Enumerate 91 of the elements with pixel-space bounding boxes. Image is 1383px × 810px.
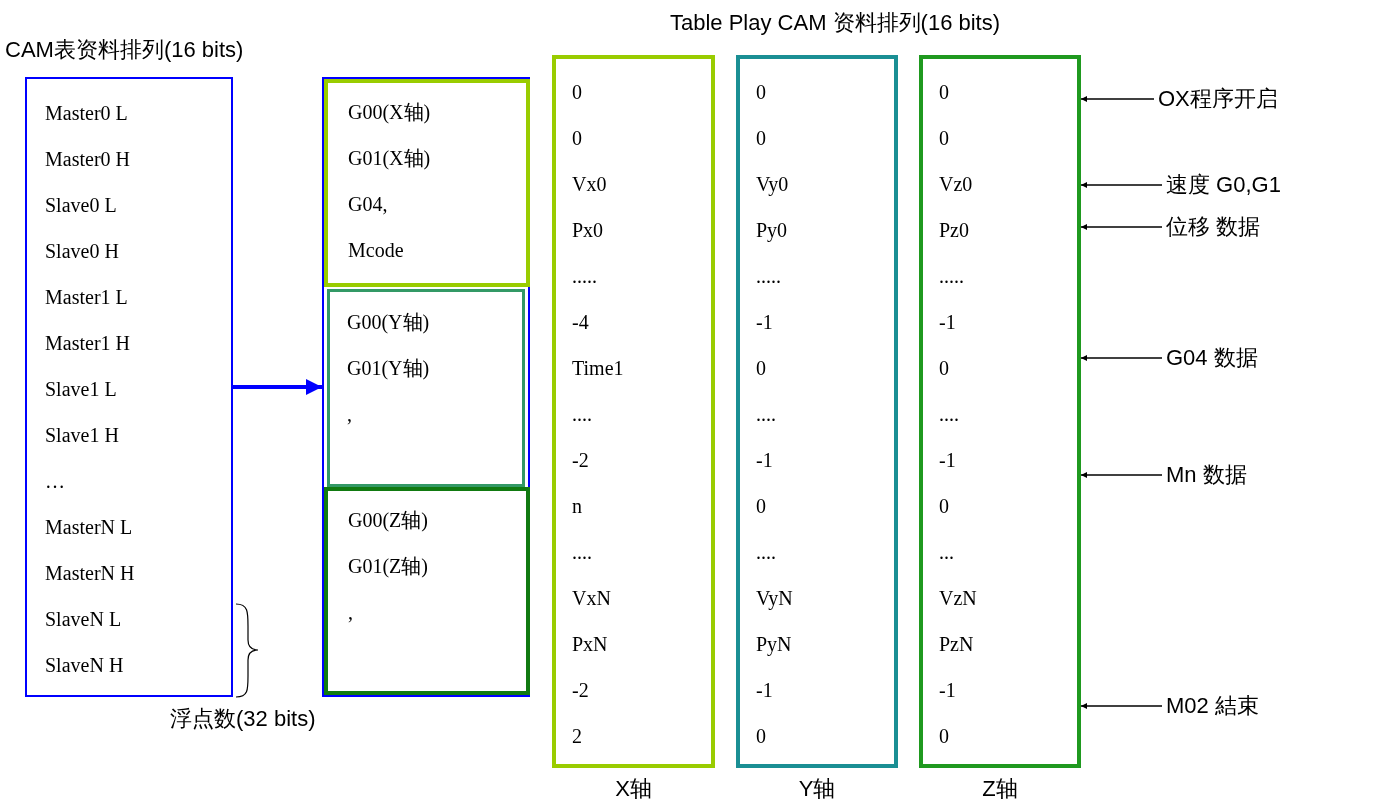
annotation-text: 位移 数据 — [1166, 214, 1261, 240]
entry-text: VyN — [756, 586, 793, 610]
entry-text: Slave0 L — [45, 193, 117, 217]
entry-text: PyN — [756, 632, 792, 656]
annotation-text: Mn 数据 — [1166, 462, 1247, 488]
brace-label: 浮点数(32 bits) — [170, 706, 316, 732]
entry-text: ... — [939, 540, 954, 564]
entry-text: Vy0 — [756, 172, 789, 196]
entry-text: -1 — [939, 678, 956, 702]
list-box — [327, 289, 525, 487]
entry-text: .... — [939, 402, 959, 426]
entry-text: 0 — [939, 494, 949, 518]
entry-text: Py0 — [756, 218, 788, 242]
annotation-text: 速度 G0,G1 — [1166, 172, 1281, 198]
entry-text: Vz0 — [939, 172, 973, 196]
entry-text: 0 — [572, 80, 582, 104]
entry-text: MasterN L — [45, 515, 133, 539]
entry-text: , — [348, 600, 353, 624]
entry-text: G00(Z轴) — [348, 508, 428, 532]
entry-text: G01(Z轴) — [348, 554, 428, 578]
entry-text: ..... — [756, 264, 781, 288]
box-heading: Z轴 — [981, 776, 1019, 802]
box-heading: X轴 — [614, 776, 653, 802]
entry-text: .... — [756, 540, 776, 564]
arrow — [1080, 472, 1163, 478]
entry-text: Pz0 — [939, 218, 969, 242]
list-box — [324, 79, 530, 287]
entry-text: 0 — [756, 126, 766, 150]
entry-text: PzN — [939, 632, 974, 656]
arrow — [1080, 224, 1163, 230]
entry-text: Master1 H — [45, 331, 130, 355]
entry-text: ..... — [939, 264, 964, 288]
entry-text: VxN — [572, 586, 611, 610]
entry-text: VzN — [939, 586, 977, 610]
entry-text: G01(Y轴) — [347, 356, 430, 380]
entry-text: 0 — [939, 724, 949, 748]
entry-text: -2 — [572, 448, 589, 472]
entry-text: Px0 — [572, 218, 604, 242]
entry-text: .... — [572, 540, 592, 564]
entry-text: G00(Y轴) — [347, 310, 430, 334]
diagram-title: Table Play CAM 资料排列(16 bits) — [669, 9, 1001, 37]
entry-text: ..... — [572, 264, 597, 288]
arrow — [233, 379, 322, 395]
entry-text: -1 — [939, 310, 956, 334]
entry-text: 2 — [572, 724, 582, 748]
entry-text: Master0 L — [45, 101, 128, 125]
entry-text: -2 — [572, 678, 589, 702]
box-heading: CAM表资料排列(16 bits) — [5, 37, 244, 63]
entry-text: .... — [756, 402, 776, 426]
annotation-text: OX程序开启 — [1158, 86, 1278, 112]
entry-text: -1 — [756, 678, 773, 702]
entry-text: Mcode — [348, 238, 404, 262]
entry-text: , — [347, 402, 352, 426]
entry-text: MasterN H — [45, 561, 135, 585]
entry-text: -4 — [572, 310, 589, 334]
box-heading: Y轴 — [797, 776, 837, 802]
entry-text: Slave0 H — [45, 239, 119, 263]
entry-text: -1 — [939, 448, 956, 472]
arrow — [1080, 182, 1163, 188]
entry-text: … — [45, 469, 65, 493]
entry-text: -1 — [756, 448, 773, 472]
annotation-text: G04 数据 — [1166, 345, 1258, 371]
entry-text: G01(X轴) — [348, 146, 431, 170]
entry-text: Master1 L — [45, 285, 128, 309]
arrow — [1080, 96, 1155, 102]
entry-text: SlaveN L — [45, 607, 122, 631]
entry-text: 0 — [572, 126, 582, 150]
entry-text: G04, — [348, 192, 388, 216]
entry-text: 0 — [756, 356, 766, 380]
entry-text: Slave1 L — [45, 377, 117, 401]
entry-text: 0 — [939, 356, 949, 380]
entry-text: 0 — [756, 724, 766, 748]
entry-text: n — [572, 494, 582, 518]
entry-text: 0 — [756, 494, 766, 518]
arrow — [1080, 355, 1163, 361]
entry-text: .... — [572, 402, 592, 426]
entry-text: 0 — [939, 80, 949, 104]
entry-text: 0 — [939, 126, 949, 150]
annotation-text: M02 結束 — [1166, 693, 1259, 719]
group-frame — [322, 77, 530, 697]
entry-text: Master0 H — [45, 147, 130, 171]
entry-text: SlaveN H — [45, 653, 124, 677]
entry-text: -1 — [756, 310, 773, 334]
entry-text: Vx0 — [572, 172, 607, 196]
entry-text: Time1 — [572, 356, 624, 380]
entry-text: 0 — [756, 80, 766, 104]
entry-text: PxN — [572, 632, 608, 656]
entry-text: G00(X轴) — [348, 100, 431, 124]
entry-text: Slave1 H — [45, 423, 119, 447]
list-box — [324, 487, 530, 695]
arrow — [1080, 703, 1163, 709]
